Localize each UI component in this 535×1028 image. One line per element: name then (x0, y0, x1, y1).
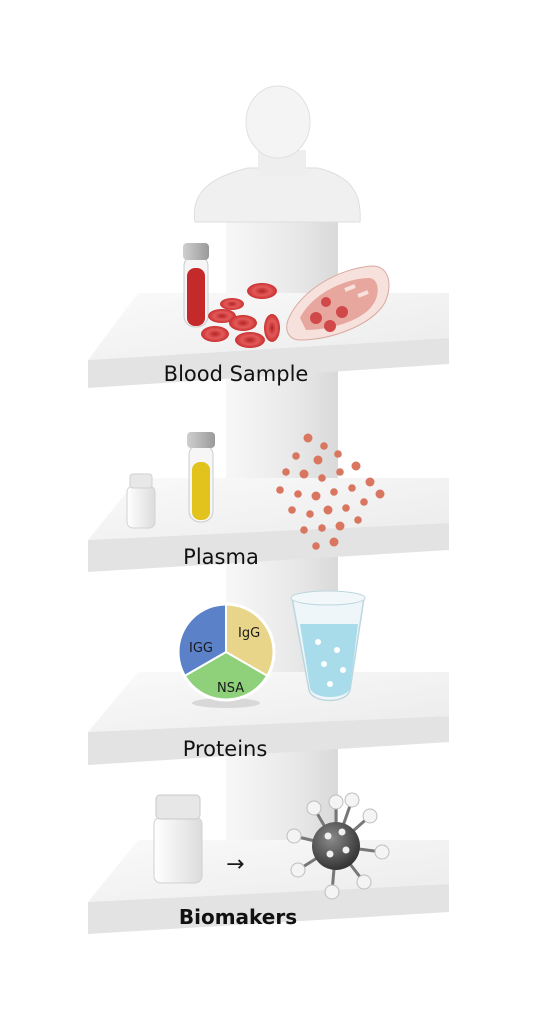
arrow-icon: → (226, 852, 244, 877)
virus-spike-tip (324, 884, 340, 900)
virus-molecule (286, 792, 390, 900)
blood-vessel-cross-section (286, 265, 390, 341)
particle (318, 524, 326, 532)
particle (282, 468, 290, 476)
particle (365, 477, 375, 487)
particle (312, 542, 320, 550)
virus-spike-tip (344, 792, 360, 808)
particle (330, 488, 338, 496)
pie-label-igg-mixed: IgG (238, 626, 260, 641)
virus-spike-tip (290, 862, 306, 878)
label-proteins: Proteins (182, 737, 268, 761)
plasma-tube (187, 432, 215, 523)
shelf-proteins (88, 672, 449, 765)
particle (276, 486, 284, 494)
pie-label-nsa: NSA (217, 681, 244, 696)
particle (292, 452, 300, 460)
particle (306, 510, 314, 518)
virus-spike-tip (356, 874, 372, 890)
particle (311, 491, 321, 501)
particle (329, 537, 339, 547)
protein-tube (290, 590, 366, 702)
virus-spike-tip (328, 794, 344, 810)
particle (300, 526, 308, 534)
particle (354, 516, 362, 524)
particle (320, 442, 328, 450)
virus-spot (338, 828, 346, 836)
virus-body (312, 822, 360, 870)
plasma-particles (276, 433, 385, 550)
virus-spike-tip (362, 808, 378, 824)
virus-spot (342, 846, 350, 854)
virus-spike-tip (306, 800, 322, 816)
blood-tube (183, 243, 209, 328)
protein-pie-chart: IgG NSA IGG (176, 602, 276, 708)
particle (336, 468, 344, 476)
shelf-plasma (88, 478, 449, 572)
red-blood-cells (201, 283, 280, 348)
virus-spot (326, 850, 334, 858)
virus-spot (324, 832, 332, 840)
particle (288, 506, 296, 514)
particle (313, 455, 323, 465)
virus-spike-tip (286, 828, 302, 844)
label-biomakers: Biomakers (178, 905, 298, 929)
particle (375, 489, 385, 499)
small-bottle (126, 473, 156, 529)
label-plasma: Plasma (183, 545, 259, 569)
particle (351, 461, 361, 471)
label-blood-sample: Blood Sample (163, 362, 309, 386)
particle (348, 484, 356, 492)
virus-spike-tip (374, 844, 390, 860)
particle (294, 490, 302, 498)
particle (335, 521, 345, 531)
particle (318, 474, 326, 482)
particle (360, 498, 368, 506)
pie-label-igg-upper: IGG (189, 641, 213, 656)
particle (334, 450, 342, 458)
particle (342, 504, 350, 512)
human-figure (193, 85, 361, 223)
particle (323, 505, 333, 515)
pie-rim (176, 602, 276, 702)
particle (299, 469, 309, 479)
particle (303, 433, 313, 443)
medicine-bottle (153, 794, 203, 884)
